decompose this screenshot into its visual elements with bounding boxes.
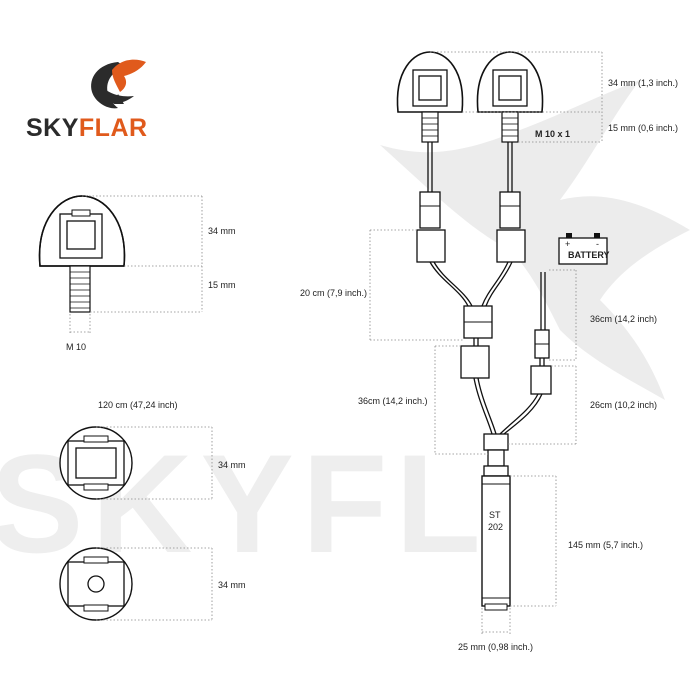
watermark: SKYFL xyxy=(0,80,690,582)
harness-stem-label: 15 mm (0,6 inch.) xyxy=(608,123,678,133)
st202-module: ST 202 xyxy=(481,475,511,611)
module-width-label: 25 mm (0,98 inch.) xyxy=(458,642,533,652)
top-view-lower-height-label: 34 mm xyxy=(218,580,246,590)
harness-thread-label: M 10 x 1 xyxy=(535,129,570,139)
control-lead-label: 26cm (10,2 inch) xyxy=(590,400,657,410)
lamp-thread-label: M 10 xyxy=(66,342,86,352)
brand-logo: SKYFLAR xyxy=(26,59,148,142)
lamp-side-view: 34 mm 15 mm M 10 xyxy=(38,195,236,352)
module-length-label: 145 mm (5,7 inch.) xyxy=(568,540,643,550)
svg-text:SKYFLAR: SKYFLAR xyxy=(26,114,148,142)
harness-lamp-height-label: 34 mm (1,3 inch.) xyxy=(608,78,678,88)
logo-text-flar: FLAR xyxy=(79,114,148,142)
battery-plus-label: + xyxy=(565,239,570,249)
main-lead-label: 36cm (14,2 inch.) xyxy=(358,396,428,406)
wiring-harness: + - BATTERY ST 202 34 mm (1,3 inc xyxy=(300,51,678,652)
module-label-202: 202 xyxy=(488,522,503,532)
lamp-top-view-upper: 34 mm xyxy=(59,426,246,500)
top-view-upper-height-label: 34 mm xyxy=(218,460,246,470)
harness-lamp-right xyxy=(476,51,544,143)
eagle-logo-icon xyxy=(91,59,146,109)
lamp-stem-label: 15 mm xyxy=(208,280,236,290)
battery-icon: + - BATTERY xyxy=(558,233,610,265)
logo-text-sky: SKY xyxy=(26,114,79,142)
lamp-height-label: 34 mm xyxy=(208,226,236,236)
harness-lamp-left xyxy=(396,51,464,143)
power-lead-label: 36cm (14,2 inch) xyxy=(590,314,657,324)
threaded-stem xyxy=(69,265,91,313)
battery-label: BATTERY xyxy=(568,250,610,260)
branch-length-label: 20 cm (7,9 inch.) xyxy=(300,288,367,298)
cable-length-label: 120 cm (47,24 inch) xyxy=(98,400,178,410)
module-label-st: ST xyxy=(489,510,501,520)
lamp-top-view-lower: 34 mm xyxy=(59,547,246,621)
battery-minus-label: - xyxy=(596,239,599,249)
watermark-bird-icon xyxy=(380,80,690,400)
